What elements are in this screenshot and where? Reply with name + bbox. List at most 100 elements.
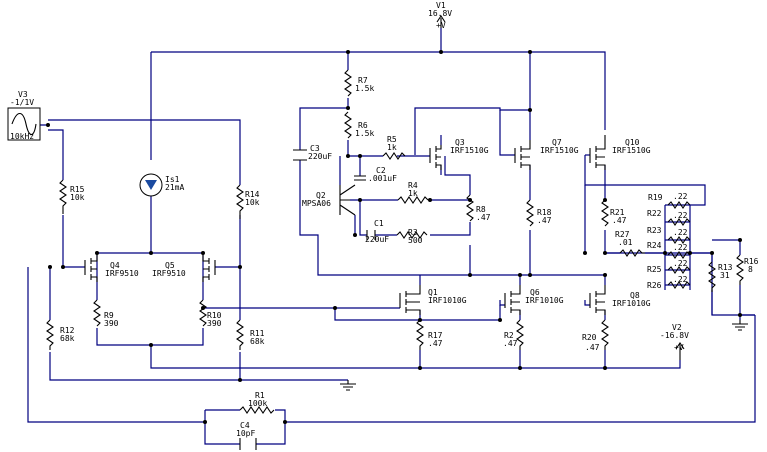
r11-name: R11 [250, 329, 265, 338]
v2-name: V2 [672, 323, 682, 332]
q2-part: MPSA06 [302, 199, 331, 208]
r4-name: R4 [408, 181, 418, 190]
v2-value: -16.8V [660, 331, 689, 340]
q8-part: IRF1010G [612, 299, 651, 308]
arrow-down-icon [145, 180, 157, 190]
r14-name: R14 [245, 190, 260, 199]
q1-name: Q1 [428, 288, 438, 297]
r23-value: .22 [673, 228, 688, 237]
v3-name: V3 [18, 90, 28, 99]
r5-name: R5 [387, 135, 397, 144]
r13-name: R13 [718, 263, 733, 272]
r4-value: 1k [408, 189, 418, 198]
c2-name: C2 [376, 166, 386, 175]
r8-value: .47 [476, 213, 491, 222]
v1-value: 16.8V [428, 9, 452, 18]
r1-name: R1 [255, 391, 265, 400]
r20-name: R20 [582, 333, 597, 342]
r26-name: R26 [647, 281, 662, 290]
r13-value: 31 [720, 271, 730, 280]
v2-node: +V [674, 343, 684, 352]
r10-value: 390 [207, 319, 222, 328]
q1-part: IRF1010G [428, 296, 467, 305]
r17-value: .47 [428, 339, 443, 348]
v1-node: +V [436, 21, 446, 30]
r24-name: R24 [647, 241, 662, 250]
wires [27, 28, 756, 445]
r27-value: .01 [618, 238, 633, 247]
q5-part: IRF9510 [152, 269, 186, 278]
r23-name: R23 [647, 226, 662, 235]
ground-icon [340, 380, 356, 391]
junction-dots [46, 50, 742, 424]
q7-part: IRF1510G [540, 146, 579, 155]
r3-name: R3 [408, 228, 418, 237]
q6-name: Q6 [530, 288, 540, 297]
components [7, 15, 748, 450]
r21-name: R21 [610, 208, 625, 217]
r18-name: R18 [537, 208, 552, 217]
q6-part: IRF1010G [525, 296, 564, 305]
r3-value: 500 [408, 236, 423, 245]
v2-supply-symbol [675, 342, 685, 360]
q4-name: Q4 [110, 261, 120, 270]
q7-name: Q7 [552, 138, 562, 147]
r16-name: R16 [744, 257, 759, 266]
c1-name: C1 [374, 219, 384, 228]
r21-value: .47 [612, 216, 627, 225]
r14-value: 10k [245, 198, 260, 207]
r22-value: .22 [673, 211, 688, 220]
r16-value: 8 [748, 265, 753, 274]
c3-value: 220uF [308, 152, 332, 161]
r2-value: .47 [503, 339, 518, 348]
r10-name: R10 [207, 311, 222, 320]
r25-name: R25 [647, 265, 662, 274]
q3-part: IRF1510G [450, 146, 489, 155]
r25-value: .22 [673, 259, 688, 268]
r26-value: .22 [673, 275, 688, 284]
resistor-symbols [46, 69, 744, 414]
r27-name: R27 [615, 230, 630, 239]
r18-value: .47 [537, 216, 552, 225]
r9-value: 390 [104, 319, 119, 328]
r5-value: 1k [387, 143, 397, 152]
r12-name: R12 [60, 326, 75, 335]
v3-source-symbol [7, 107, 41, 141]
r11-value: 68k [250, 337, 265, 346]
q2-name: Q2 [316, 191, 326, 200]
r7-name: R7 [358, 76, 368, 85]
v1-name: V1 [436, 1, 446, 10]
component-labels: V1 16.8V +V V2 -16.8V +V V3 -1/1V 10kHz … [10, 1, 759, 438]
v3-frequency: 10kHz [10, 132, 34, 141]
ground-icon [732, 320, 748, 331]
r15-name: R15 [70, 185, 85, 194]
c4-value: 10pF [236, 429, 255, 438]
r8-name: R8 [476, 205, 486, 214]
c3-name: C3 [310, 144, 320, 153]
q3-name: Q3 [455, 138, 465, 147]
r12-value: 68k [60, 334, 75, 343]
mosfet-symbols [84, 135, 606, 315]
is1-name: Is1 [165, 175, 180, 184]
q5-name: Q5 [165, 261, 175, 270]
r6-value: 1.5k [355, 129, 374, 138]
r19-name: R19 [648, 193, 663, 202]
capacitor-symbols [239, 149, 376, 450]
q4-part: IRF9510 [105, 269, 139, 278]
q10-name: Q10 [625, 138, 640, 147]
r2-name: R2 [504, 331, 514, 340]
r9-name: R9 [104, 311, 114, 320]
r17-name: R17 [428, 331, 443, 340]
c2-value: .001uF [368, 174, 397, 183]
c4-name: C4 [240, 421, 250, 430]
r22-name: R22 [647, 209, 662, 218]
r7-value: 1.5k [355, 84, 374, 93]
r19-value: .22 [673, 192, 688, 201]
r20-value: .47 [585, 343, 600, 352]
bjt-symbol [339, 184, 356, 216]
c1-value: 220uF [365, 235, 389, 244]
v1-supply-symbol [436, 15, 446, 28]
r24-value: .22 [673, 243, 688, 252]
q8-name: Q8 [630, 291, 640, 300]
